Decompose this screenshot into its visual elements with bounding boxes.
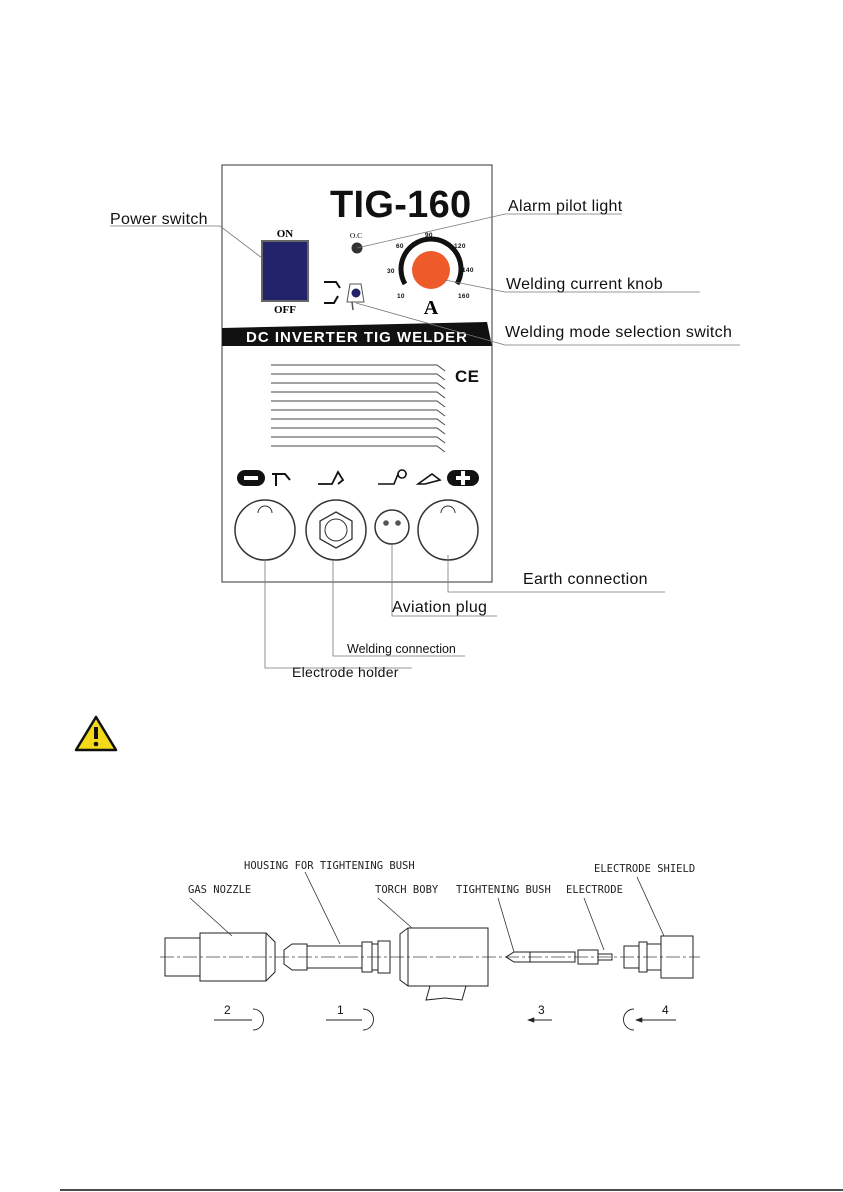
current-knob[interactable] bbox=[412, 251, 450, 289]
power-switch[interactable]: ON OFF bbox=[261, 228, 309, 316]
switch-on-label: ON bbox=[277, 228, 294, 240]
leader-mode-switch bbox=[355, 302, 740, 346]
aviation-pin-left bbox=[383, 520, 389, 526]
step-4-number: 4 bbox=[662, 1003, 669, 1017]
dial-tick-140: 140 bbox=[462, 267, 474, 274]
tightening-bush-part bbox=[505, 951, 576, 963]
rocker-switch[interactable] bbox=[261, 240, 309, 302]
step-3-number: 3 bbox=[538, 1003, 545, 1017]
dial-tick-30: 30 bbox=[387, 268, 395, 275]
negative-socket-key bbox=[257, 505, 273, 514]
label-housing: HOUSING FOR TIGHTENING BUSH bbox=[244, 860, 415, 872]
callout-welding-current-knob: Welding current knob bbox=[506, 276, 663, 293]
plus-icon-v bbox=[461, 471, 465, 485]
welding-socket-hex bbox=[319, 511, 353, 549]
toggle-lever[interactable] bbox=[351, 288, 361, 298]
callout-electrode-holder: Electrode holder bbox=[292, 664, 399, 680]
leader-current-knob bbox=[444, 279, 700, 293]
switch-off-label: OFF bbox=[274, 304, 296, 316]
step-1-number: 1 bbox=[337, 1003, 344, 1017]
warning-icon bbox=[74, 715, 118, 752]
earth-clamp-icon bbox=[415, 473, 442, 485]
polarity-row bbox=[237, 469, 479, 486]
leader-electrode-holder bbox=[264, 560, 412, 669]
leader-aviation-plug bbox=[391, 544, 497, 617]
dial-tick-160: 160 bbox=[458, 293, 470, 300]
welding-socket-core bbox=[324, 518, 348, 542]
positive-socket-key bbox=[440, 505, 456, 514]
toggle-stem bbox=[351, 301, 354, 311]
mma-mode-icon bbox=[324, 295, 339, 304]
sockets bbox=[234, 499, 479, 561]
callouts bbox=[110, 213, 740, 669]
label-tightening-bush: TIGHTENING BUSH bbox=[456, 884, 551, 896]
callout-welding-connection: Welding connection bbox=[347, 642, 456, 656]
aviation-socket[interactable] bbox=[374, 509, 410, 545]
callout-welding-mode-switch: Welding mode selection switch bbox=[505, 324, 732, 341]
vent-slots bbox=[271, 364, 446, 453]
aviation-pin-right bbox=[395, 520, 401, 526]
callout-alarm-pilot-light: Alarm pilot light bbox=[508, 198, 623, 215]
alarm-tag: O.C bbox=[350, 231, 362, 240]
step-4-rotation bbox=[623, 1008, 635, 1031]
model-title: TIG-160 bbox=[330, 184, 471, 226]
ce-mark: CE bbox=[455, 367, 479, 386]
callout-earth-connection: Earth connection bbox=[523, 571, 648, 588]
torch-diagram: GAS NOZZLE HOUSING FOR TIGHTENING BUSH T… bbox=[160, 860, 700, 1031]
leader-power-switch bbox=[110, 225, 263, 259]
step-2-rotation bbox=[252, 1008, 264, 1031]
minus-icon bbox=[244, 476, 258, 480]
label-electrode-shield: ELECTRODE SHIELD bbox=[594, 863, 695, 875]
housing-part bbox=[283, 940, 391, 974]
banner-text: DC INVERTER TIG WELDER bbox=[246, 329, 468, 346]
gas-nozzle-part bbox=[164, 932, 276, 982]
leader-earth-connection bbox=[447, 555, 665, 593]
torch-body-part bbox=[399, 927, 489, 1001]
label-torch-body: TORCH BOBY bbox=[375, 884, 439, 896]
front-panel: TIG-160 ON OFF O.C 10 30 60 90 120 140 1… bbox=[221, 164, 493, 583]
mode-switch[interactable] bbox=[324, 281, 365, 311]
banner-bg bbox=[222, 322, 492, 346]
leader-welding-connection bbox=[332, 560, 465, 657]
label-electrode: ELECTRODE bbox=[566, 884, 623, 896]
leader-alarm-light bbox=[356, 213, 622, 249]
dial-tick-90: 90 bbox=[425, 232, 433, 239]
torch-icon bbox=[272, 473, 291, 486]
banner: DC INVERTER TIG WELDER bbox=[222, 322, 492, 346]
positive-socket[interactable] bbox=[417, 499, 479, 561]
dial-tick-10: 10 bbox=[397, 293, 405, 300]
dial-tick-60: 60 bbox=[396, 243, 404, 250]
electrode-part bbox=[577, 949, 613, 965]
step-2-number: 2 bbox=[224, 1003, 231, 1017]
electrode-holder-icon bbox=[318, 470, 345, 485]
gas-valve-icon bbox=[378, 469, 407, 485]
amp-symbol: A bbox=[424, 297, 439, 319]
negative-socket[interactable] bbox=[234, 499, 296, 561]
dial-tick-120: 120 bbox=[454, 243, 466, 250]
assembly-steps: 2 1 3 4 bbox=[214, 1003, 676, 1031]
callout-aviation-plug: Aviation plug bbox=[392, 599, 487, 616]
welding-socket[interactable] bbox=[305, 499, 367, 561]
tig-mode-icon bbox=[324, 281, 341, 289]
current-knob-assembly: 10 30 60 90 120 140 160 A bbox=[387, 232, 474, 319]
electrode-shield-part bbox=[623, 935, 694, 979]
dial-arc bbox=[398, 236, 464, 286]
label-gas-nozzle: GAS NOZZLE bbox=[188, 884, 251, 896]
callout-power-switch: Power switch bbox=[110, 211, 208, 228]
step-1-rotation bbox=[362, 1008, 374, 1031]
